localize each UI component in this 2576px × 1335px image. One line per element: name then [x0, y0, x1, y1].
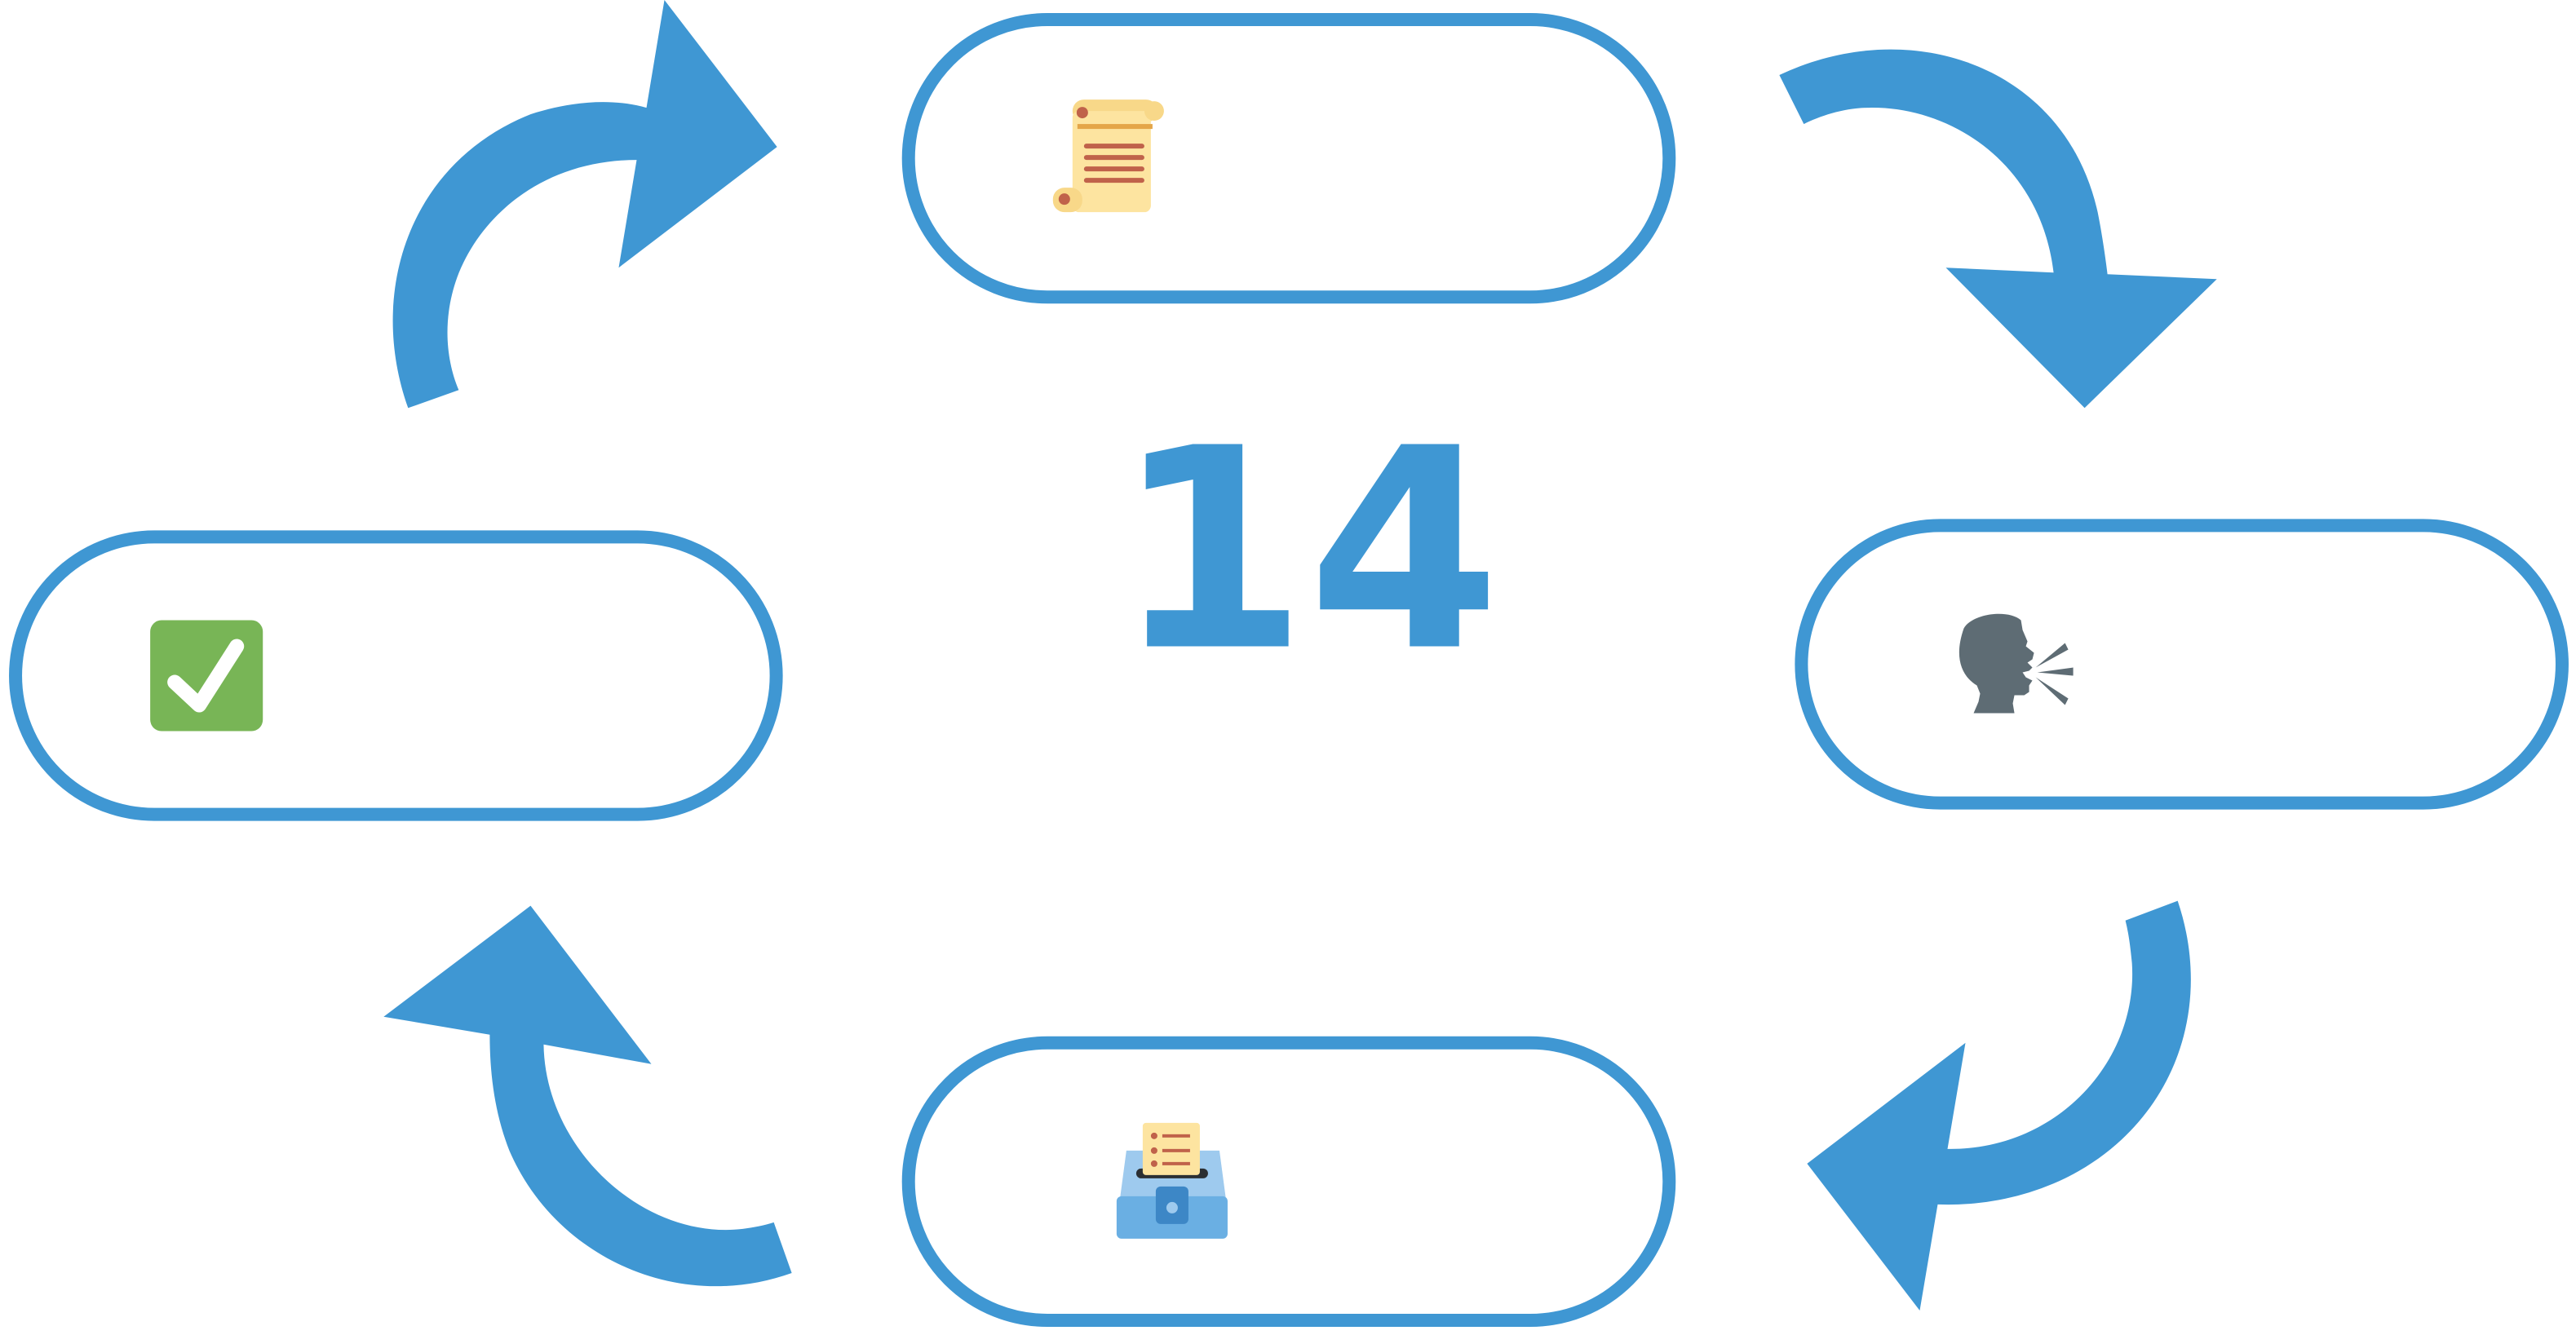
checkbox-icon	[150, 620, 263, 732]
arrow-top-left	[392, 0, 777, 409]
arrow-top-right	[1779, 49, 2217, 409]
stage-pill-approval	[9, 530, 783, 821]
arrow-bottom-right	[1807, 900, 2191, 1311]
speaking-head-icon	[1959, 613, 2074, 714]
stage-pill-proclamation	[901, 13, 1676, 304]
stage-pill-ballot	[901, 1036, 1676, 1327]
center-label: 14	[1114, 389, 1500, 712]
scroll-icon	[1052, 99, 1164, 213]
stage-pill-speech	[1795, 519, 2569, 810]
ballot-box-icon	[1116, 1122, 1228, 1239]
arrow-bottom-left	[383, 905, 792, 1287]
